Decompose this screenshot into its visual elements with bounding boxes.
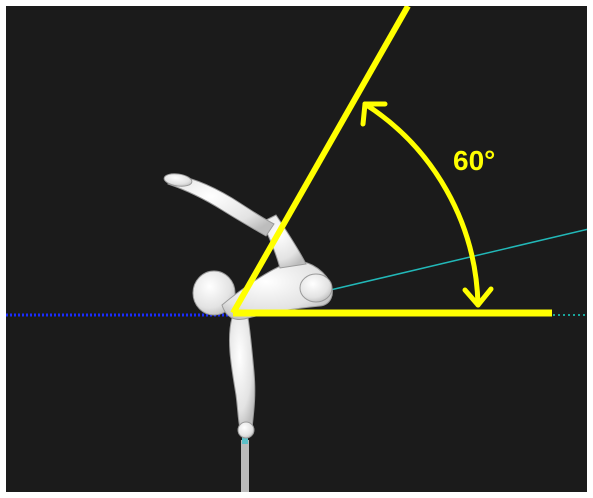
angle-label: 60° xyxy=(453,145,495,176)
double-arrow-arc-icon xyxy=(360,101,494,308)
angle-ray-line xyxy=(230,4,411,315)
mannequin-figure xyxy=(163,173,333,439)
pole xyxy=(241,430,249,498)
